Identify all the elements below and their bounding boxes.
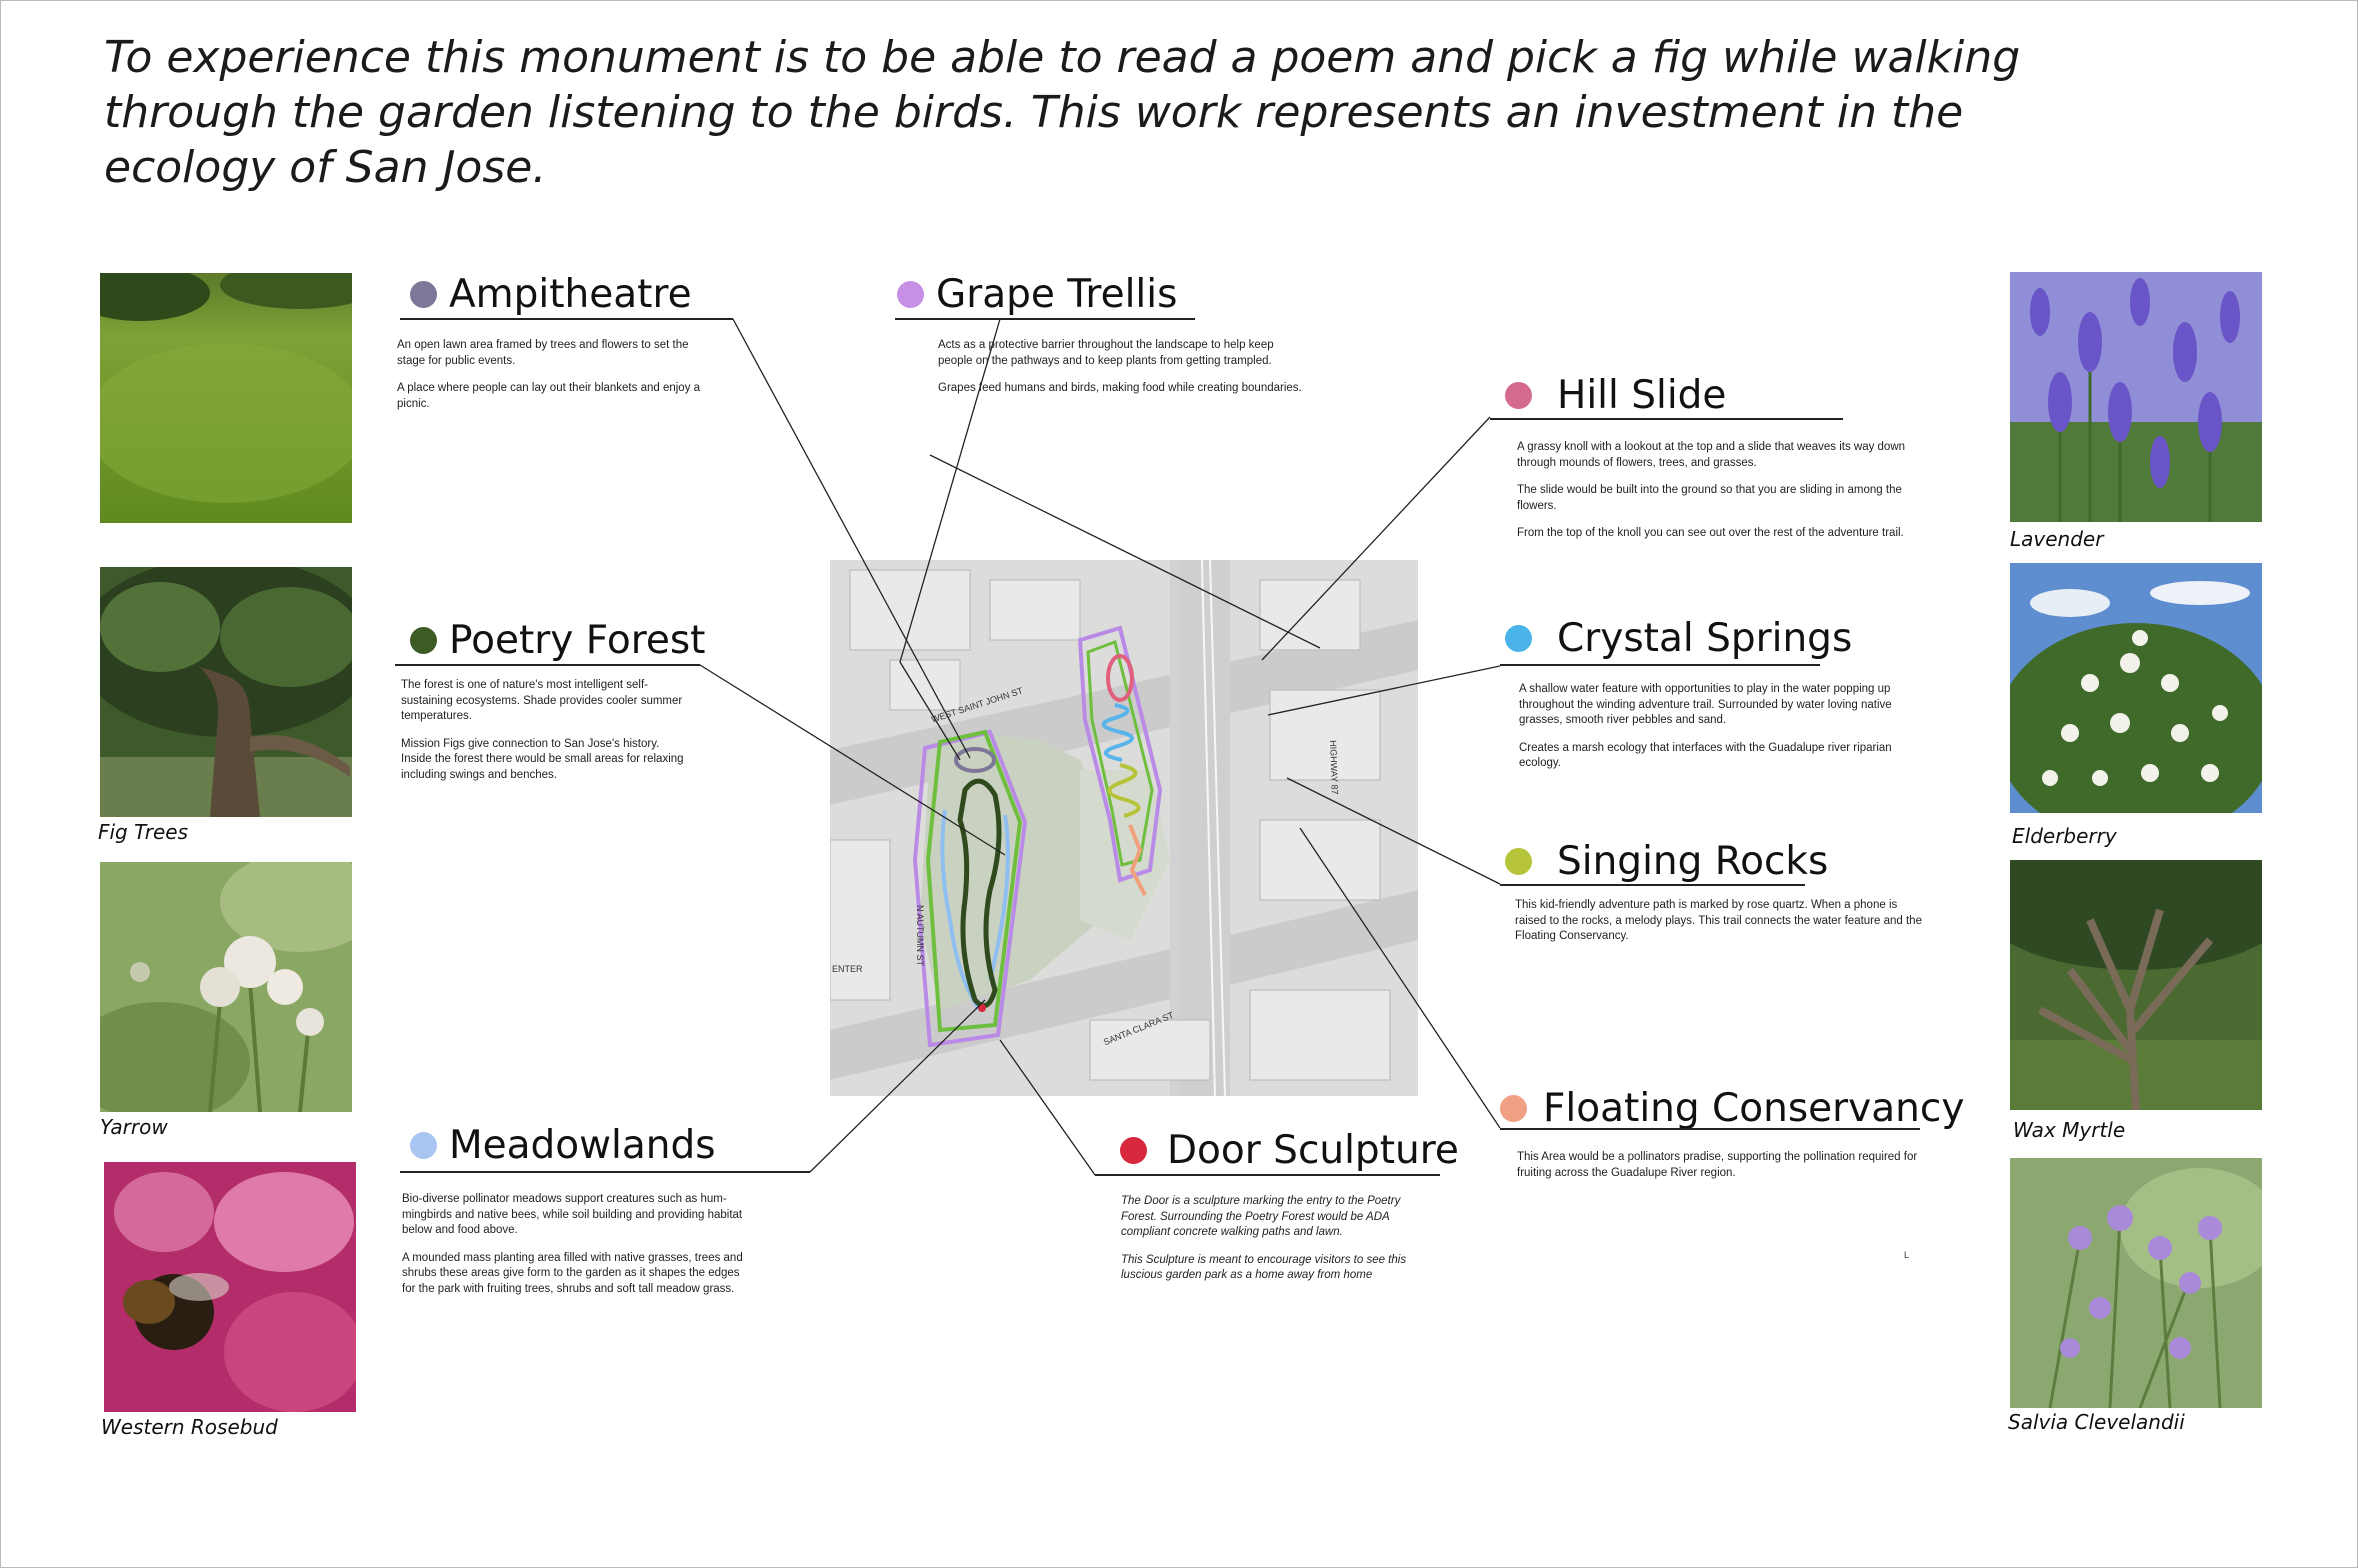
ampitheatre-dot xyxy=(410,281,437,308)
meadowlands-p1: Bio-diverse pollinator meadows support c… xyxy=(402,1193,743,1236)
poetry-forest-rule xyxy=(395,664,700,666)
grape-trellis-p1: Acts as a protective barrier throughout … xyxy=(938,339,1274,367)
hill-slide-rule xyxy=(1490,418,1843,420)
wax-myrtle-photo xyxy=(2010,860,2262,1110)
headline: To experience this monument is to be abl… xyxy=(104,32,2021,193)
meadowlands-p2: A mounded mass planting area filled with… xyxy=(402,1251,743,1295)
crystal-springs-p1: A shallow water feature with opportuniti… xyxy=(1519,683,1892,726)
hill-slide-p1: A grassy knoll with a lookout at the top… xyxy=(1517,441,1906,469)
singing-rocks-dot xyxy=(1505,848,1532,875)
door-sculpture-title: Door Sculpture xyxy=(1120,1128,1459,1173)
meadowlands-desc: Bio-diverse pollinator meadows support c… xyxy=(402,1192,752,1309)
hill-slide-dot xyxy=(1505,382,1532,409)
meadowlands-title: Meadowlands xyxy=(410,1123,716,1168)
crystal-springs-desc: A shallow water feature with opportuniti… xyxy=(1519,682,1929,784)
crystal-springs-rule xyxy=(1500,664,1820,666)
meadowlands-label: Meadowlands xyxy=(449,1123,716,1168)
hill-slide-p3: From the top of the knoll you can see ou… xyxy=(1517,527,1904,539)
salvia-photo xyxy=(2010,1158,2262,1408)
singing-rocks-p1: This kid-friendly adventure path is mark… xyxy=(1515,899,1922,942)
meadowlands-dot xyxy=(410,1132,437,1159)
hill-slide-desc: A grassy knoll with a lookout at the top… xyxy=(1517,440,1927,554)
stray-mark: L xyxy=(1904,1250,1910,1260)
lavender-caption: Lavender xyxy=(2010,527,2104,551)
floating-conservancy-desc: This Area would be a pollinators pradise… xyxy=(1517,1150,1937,1193)
ampitheatre-rule xyxy=(400,318,733,320)
elderberry-photo xyxy=(2010,563,2262,813)
elderberry-caption: Elderberry xyxy=(2012,824,2117,848)
crystal-springs-dot xyxy=(1505,625,1532,652)
floating-conservancy-rule xyxy=(1500,1128,1920,1130)
poetry-forest-dot xyxy=(410,627,437,654)
poetry-forest-label: Poetry Forest xyxy=(449,618,706,663)
door-sculpture-desc: The Door is a sculpture marking the entr… xyxy=(1121,1194,1431,1296)
fig-tree-photo xyxy=(100,567,352,817)
lavender-photo xyxy=(2010,272,2262,522)
door-sculpture-rule xyxy=(1095,1174,1440,1176)
poetry-forest-p2: Mission Figs give connection to San Jose… xyxy=(401,737,684,781)
grape-trellis-dot xyxy=(897,281,924,308)
hill-slide-label: Hill Slide xyxy=(1557,373,1727,418)
door-sculpture-p1: The Door is a sculpture marking the entr… xyxy=(1121,1195,1401,1238)
poetry-forest-p1: The forest is one of nature's most intel… xyxy=(401,679,683,722)
ampitheatre-p2: A place where people can lay out their b… xyxy=(397,382,701,410)
fig-trees-caption: Fig Trees xyxy=(98,820,189,844)
grape-trellis-title: Grape Trellis xyxy=(897,272,1177,317)
singing-rocks-title: Singing Rocks xyxy=(1505,839,1828,884)
ampitheatre-label: Ampitheatre xyxy=(449,272,692,317)
floating-conservancy-dot xyxy=(1500,1095,1527,1122)
grape-trellis-desc: Acts as a protective barrier throughout … xyxy=(938,338,1308,409)
meadowlands-rule xyxy=(400,1171,810,1173)
site-map: WEST SAINT JOHN ST HIGHWAY 87 N AUTUMN S… xyxy=(830,560,1418,1096)
crystal-springs-label: Crystal Springs xyxy=(1557,616,1853,661)
grape-trellis-rule xyxy=(895,318,1195,320)
floating-conservancy-title: Floating Conservancy xyxy=(1500,1086,1964,1131)
ampitheatre-desc: An open lawn area framed by trees and fl… xyxy=(397,338,717,424)
door-sculpture-dot xyxy=(1120,1137,1147,1164)
poetry-forest-desc: The forest is one of nature's most intel… xyxy=(401,678,691,795)
street-label-enter: ENTER xyxy=(832,964,863,974)
floating-conservancy-p1: This Area would be a pollinators pradise… xyxy=(1517,1151,1918,1179)
ampitheatre-title: Ampitheatre xyxy=(410,272,692,317)
singing-rocks-rule xyxy=(1500,884,1805,886)
crystal-springs-title: Crystal Springs xyxy=(1505,616,1852,661)
singing-rocks-desc: This kid-friendly adventure path is mark… xyxy=(1515,898,1927,957)
lawn-photo xyxy=(100,273,352,523)
singing-rocks-label: Singing Rocks xyxy=(1557,839,1829,884)
crystal-springs-p2: Creates a marsh ecology that interfaces … xyxy=(1519,741,1892,770)
door-sculpture-label: Door Sculpture xyxy=(1167,1128,1459,1173)
door-sculpture-p2: This Sculpture is meant to encourage vis… xyxy=(1121,1253,1407,1282)
poetry-forest-title: Poetry Forest xyxy=(410,618,705,663)
salvia-caption: Salvia Clevelandii xyxy=(2008,1410,2185,1434)
wax-myrtle-caption: Wax Myrtle xyxy=(2013,1118,2126,1142)
rosebud-photo xyxy=(104,1162,356,1412)
yarrow-photo xyxy=(100,862,352,1112)
grape-trellis-p2: Grapes feed humans and birds, making foo… xyxy=(938,382,1302,394)
yarrow-caption: Yarrow xyxy=(100,1115,168,1139)
hill-slide-p2: The slide would be built into the ground… xyxy=(1517,484,1902,512)
grape-trellis-label: Grape Trellis xyxy=(936,272,1178,317)
floating-conservancy-label: Floating Conservancy xyxy=(1543,1086,1965,1131)
ampitheatre-p1: An open lawn area framed by trees and fl… xyxy=(397,339,689,367)
hill-slide-title: Hill Slide xyxy=(1505,373,1726,418)
rosebud-caption: Western Rosebud xyxy=(101,1415,278,1439)
